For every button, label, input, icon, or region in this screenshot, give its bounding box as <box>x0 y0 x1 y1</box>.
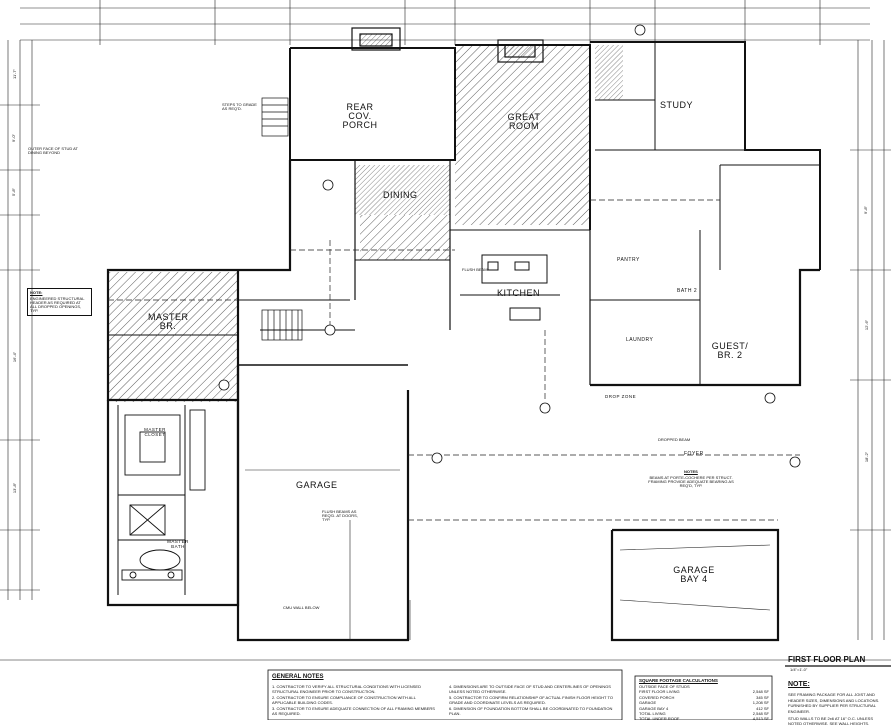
callout-beams-porch: BEAMS AT PORTE-COCHERE PER STRUCT. FRAMI… <box>648 475 734 488</box>
general-note-item: 3. CONTRACTOR TO ENSURE ADEQUATE CONNECT… <box>272 705 435 717</box>
walls <box>106 41 821 642</box>
beam-lines <box>108 199 800 521</box>
stair <box>261 309 303 341</box>
dimension-right-2: 12'-6" <box>864 319 870 331</box>
top-dimension-lines <box>20 0 870 45</box>
dimension-left-2: 9'-0" <box>10 134 16 142</box>
general-note-item: 2. CONTRACTOR TO ENSURE COMPLIANCE OF CO… <box>272 694 416 706</box>
room-label-drop-zone: DROP ZONE <box>605 394 637 399</box>
dimension-right-3: 18'-2" <box>864 451 870 463</box>
callout-steps: STEPS TO GRADE AS REQ'D. <box>222 102 257 111</box>
room-label-kitchen: KITCHEN <box>497 288 541 298</box>
general-notes-title: GENERAL NOTES <box>272 674 324 680</box>
fireplaces <box>351 27 544 63</box>
section-markers <box>218 24 801 468</box>
right-dimension-lines <box>850 40 891 640</box>
callout-outer-face-stud: OUTER FACE OF STUD AT DINING BEYOND <box>28 146 78 155</box>
general-note-item: 5. CONTRACTOR TO CONFIRM RELATIONSHIP OF… <box>449 694 613 706</box>
title-block <box>0 659 891 720</box>
right-note-title: NOTE: <box>788 681 810 688</box>
room-label-guest: GUEST/ BR. 2 <box>711 341 749 360</box>
hatched-areas <box>108 45 623 402</box>
dimension-left-3: 5'-8" <box>10 188 16 196</box>
callout-dropped-beam: DROPPED BEAM <box>658 437 691 442</box>
sqft-title: SQUARE FOOTAGE CALCULATIONS <box>639 678 718 683</box>
callout-flush-beam: FLUSH BEAM <box>462 267 488 272</box>
room-label-garage-bay: GARAGE BAY 4 <box>673 565 715 584</box>
garage-bay-lines <box>245 469 771 640</box>
general-note-item: 6. DIMENSION OF FOUNDATION BOTTOM SHALL … <box>449 705 613 717</box>
callout-flush-beams-garage: FLUSH BEAMS AS REQ'D. AT DOORS, TYP. <box>322 509 358 522</box>
callout-note-label: NOTE: <box>30 290 43 295</box>
room-label-master-closet: MASTER CLOSET <box>144 427 166 437</box>
general-note-item: 4. DIMENSIONS ARE TO OUTSIDE FACE OF STU… <box>449 684 611 695</box>
left-dimension-lines <box>0 40 40 600</box>
dimension-left-5: 13'-8" <box>12 482 18 494</box>
kitchen-island <box>460 254 560 321</box>
room-label-dining: DINING <box>383 190 418 200</box>
dimension-right-1: 9'-8" <box>862 206 868 214</box>
room-label-garage: GARAGE <box>296 480 338 490</box>
room-label-master-bath: MASTER BATH <box>167 539 189 549</box>
room-label-bath2: BATH 2 <box>677 288 698 294</box>
room-label-master: MASTER BR. <box>148 312 189 331</box>
right-note-text: SEE FRAMING PACKAGE FOR ALL JOIST AND HE… <box>788 692 880 714</box>
callout-cmu-wall: CMU WALL BELOW <box>283 605 320 610</box>
general-notes: GENERAL NOTES 1. CONTRACTOR TO VERIFY AL… <box>272 673 617 716</box>
room-label-great-room: GREAT ROOM <box>507 112 541 131</box>
callout-note-header: ENGINEERED STRUCTURAL HEADER AS REQUIRED… <box>30 296 85 313</box>
room-label-pantry: PANTRY <box>617 257 640 263</box>
note-box <box>27 288 92 316</box>
sqft-subtitle: OUTSIDE FACE OF STUDS <box>639 684 690 690</box>
master-fixtures <box>121 409 206 581</box>
room-label-rear-porch: REAR COV. PORCH <box>342 102 378 130</box>
sheet-scale: 1/4"=1'-0" <box>790 667 808 672</box>
square-footage-table: SQUARE FOOTAGE CALCULATIONS OUTSIDE FACE… <box>639 678 769 722</box>
room-label-study: STUDY <box>660 100 694 110</box>
room-label-foyer: FOYER <box>684 451 704 457</box>
right-note-text-2: STUD WALLS TO BE 2x6 AT 16" O.C. UNLESS … <box>788 716 874 727</box>
sheet-title: FIRST FLOOR PLAN <box>788 655 866 664</box>
dimension-left-1: 11'-7" <box>11 69 17 79</box>
room-label-laundry: LAUNDRY <box>626 337 654 343</box>
general-note-item: 1. CONTRACTOR TO VERIFY ALL STRUCTURAL C… <box>272 684 421 695</box>
callout-notes-center: NOTES <box>684 469 698 474</box>
porch-steps <box>261 97 289 137</box>
dimension-left-4: 16'-4" <box>12 351 18 363</box>
